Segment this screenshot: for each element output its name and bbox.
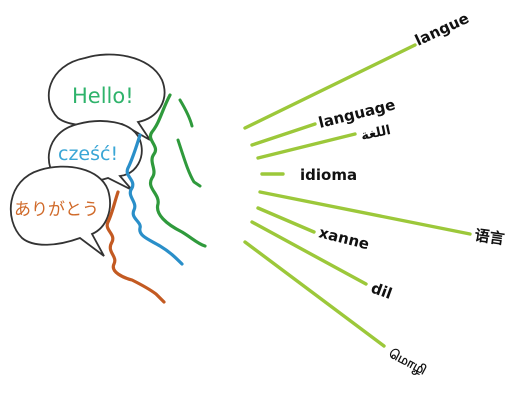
face-profile-green [150, 95, 205, 246]
word-idioma: idioma [300, 166, 357, 184]
speech-bubble-arigato: ありがとう [11, 167, 110, 256]
bubble-text-hello: Hello! [72, 84, 134, 108]
word-arabic: اللغة [360, 123, 392, 144]
ray-language [252, 124, 315, 145]
bubble-text-arigato: ありがとう [14, 200, 99, 220]
face-profile-green-detail [178, 100, 200, 186]
word-chinese: 语言 [473, 226, 505, 248]
word-xanne: xanne [317, 223, 371, 253]
word-dil: dil [369, 279, 395, 303]
word-tamil: மொழி [386, 346, 429, 378]
rays [245, 45, 470, 346]
word-langue: langue [412, 9, 472, 50]
bubble-text-czesc: cześć! [58, 143, 118, 165]
ray-chinese [260, 192, 470, 234]
